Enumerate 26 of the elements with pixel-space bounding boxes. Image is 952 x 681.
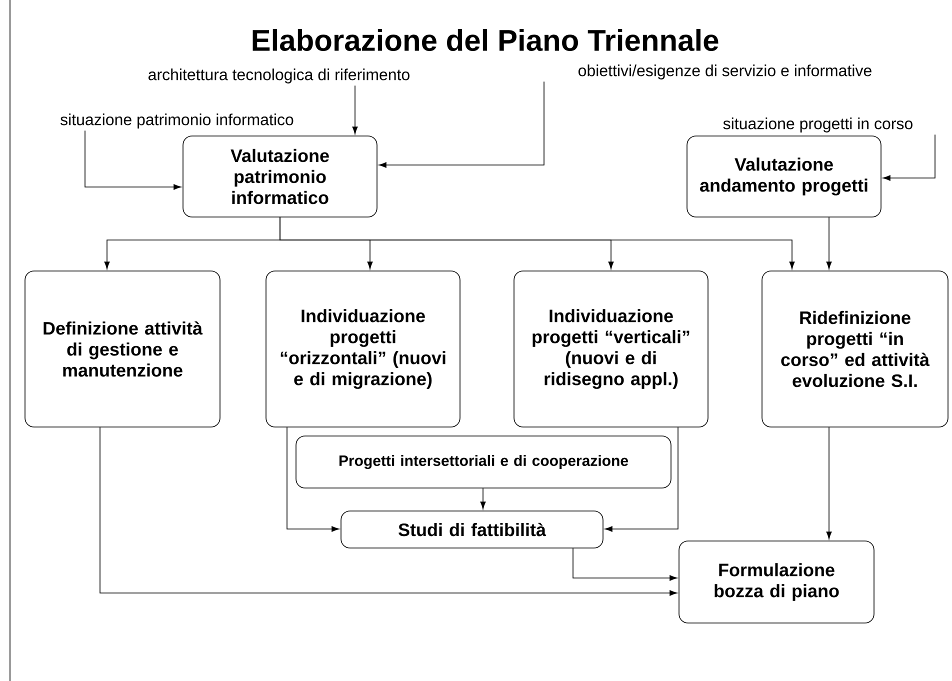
title: Elaborazione del Piano Triennale <box>252 29 718 52</box>
arrow <box>286 427 340 532</box>
arrow <box>378 81 544 168</box>
input-label: obiettivi/esigenze di servizio e informative <box>578 64 872 80</box>
arrow <box>280 217 795 270</box>
process-box: Valutazione patrimonio informatico <box>182 136 378 218</box>
arrow <box>882 134 936 181</box>
arrow <box>826 427 832 540</box>
arrow <box>352 85 358 134</box>
arrow <box>100 427 678 596</box>
process-box: Definizione attività di gestione e manutenzione <box>24 270 220 428</box>
process-box: Valutazione andamento progetti <box>686 136 882 218</box>
input-label: situazione progetti in corso <box>723 118 912 132</box>
process-box: Progetti intersettoriali e di cooperazione <box>296 436 672 488</box>
process-box: Individuazione progetti “verticali” (nuovi e di ridisegno appl.) <box>514 270 708 428</box>
input-label: architettura tecnologica di riferimento <box>148 68 410 84</box>
input-label: situazione patrimonio informatico <box>60 114 294 128</box>
arrow <box>84 130 182 190</box>
arrow <box>572 548 678 581</box>
process-box: Studi di fattibilità <box>340 510 604 548</box>
arrow <box>604 427 678 532</box>
arrow <box>480 488 486 510</box>
process-box: Individuazione progetti “orizzontali” (nuovi e di migrazione) <box>266 270 460 428</box>
arrow <box>826 217 832 270</box>
process-box: Formulazione bozza di piano <box>678 540 874 624</box>
process-box: Ridefinizione progetti “in corso” ed attività evoluzione S.I. <box>762 270 948 428</box>
